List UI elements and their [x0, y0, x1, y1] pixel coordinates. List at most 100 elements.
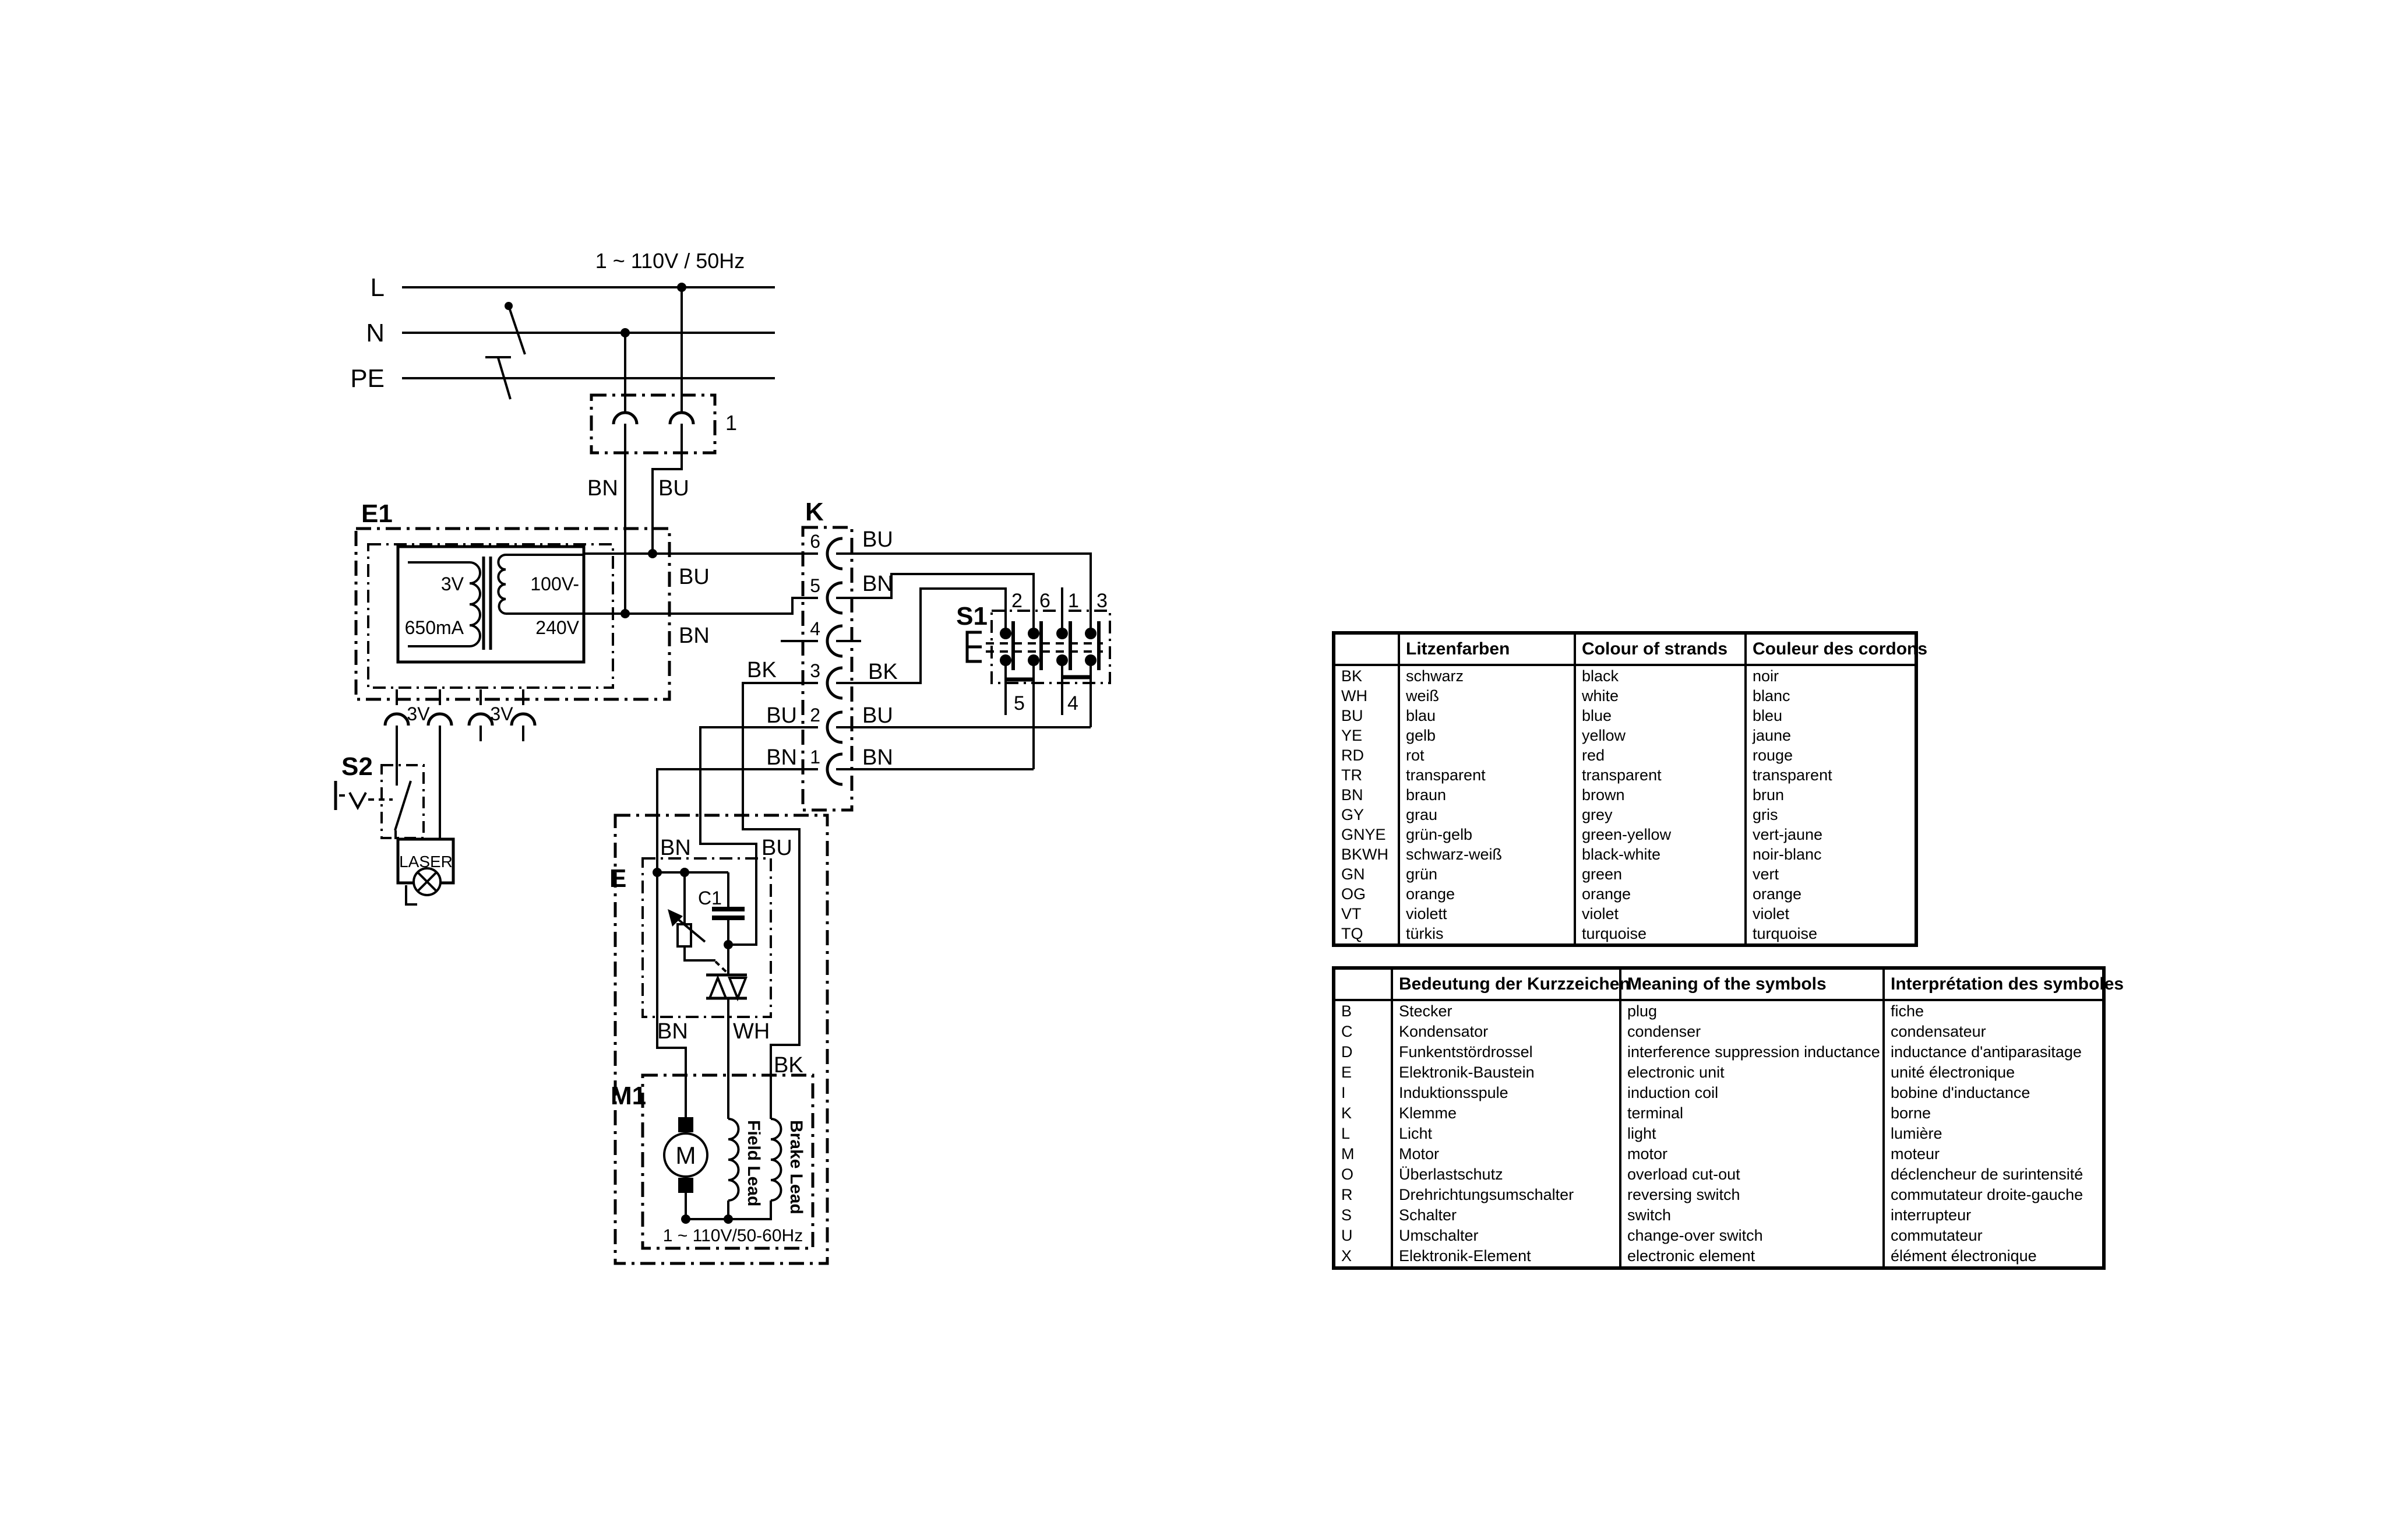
table-cell: rouge — [1744, 745, 1916, 765]
plug-contact-icon — [612, 411, 639, 425]
enclosure-box — [590, 393, 717, 455]
table-cell: TQ — [1341, 924, 1363, 942]
table-cell: black-white — [1574, 844, 1746, 864]
c1-label: C1 — [698, 888, 722, 909]
table-cell: yellow — [1574, 726, 1746, 745]
s2-laser — [334, 726, 455, 906]
table-cell: green-yellow — [1574, 825, 1746, 844]
wire-label-bn: BN — [657, 1019, 688, 1044]
wire — [836, 587, 1007, 684]
enclosure-box — [641, 857, 772, 1018]
table-header-row: Bedeutung der Kurzzeichen Meaning of the… — [1334, 968, 2124, 1001]
lamp-icon — [417, 871, 438, 892]
terminal-number: 3 — [810, 660, 820, 681]
transformer-winding-icon — [469, 561, 481, 647]
terminal-number: 4 — [810, 618, 820, 639]
table-cell: overload cut-out — [1619, 1164, 1884, 1185]
s1-switch — [965, 587, 1111, 769]
table-cell: noir — [1744, 665, 1916, 686]
wire-label-bn: BN — [862, 572, 893, 596]
plug-contact-icon — [467, 712, 494, 726]
table-cell: GNYE — [1341, 825, 1386, 843]
e-label: E — [609, 864, 626, 893]
junction-dot — [648, 549, 657, 558]
terminal-number: 3 — [1097, 590, 1108, 612]
table-cell: violet — [1574, 904, 1746, 924]
table-cell: R — [1341, 1186, 1353, 1203]
table-cell: E — [1341, 1064, 1352, 1081]
rail-label-l: L — [371, 273, 385, 302]
rail-label-n: N — [366, 319, 385, 347]
table-header-cell: Interprétation des symboles — [1882, 968, 2124, 1001]
table-cell: weiß — [1398, 686, 1575, 706]
varistor-arrowhead — [668, 909, 683, 927]
wire-label-bn: BN — [587, 476, 618, 501]
table-cell: reversing switch — [1619, 1185, 1884, 1205]
table-cell: gelb — [1398, 726, 1575, 745]
k-terminal-strip — [656, 526, 1092, 1119]
wire-label-bu: BU — [862, 703, 893, 728]
terminal-icon — [826, 624, 843, 658]
table-cell: turquoise — [1744, 924, 1916, 945]
table-cell: orange — [1398, 884, 1575, 904]
table-cell: noir-blanc — [1744, 844, 1916, 864]
table-cell: blanc — [1744, 686, 1916, 706]
tap-label-3v: 3V — [490, 703, 513, 724]
junction-dot — [724, 1214, 733, 1224]
table-cell: élément électronique — [1882, 1246, 2104, 1268]
table-cell: light — [1619, 1124, 1884, 1144]
table-cell: Überlastschutz — [1391, 1164, 1620, 1185]
switch-blade-icon — [394, 780, 412, 831]
table-cell: white — [1574, 686, 1746, 706]
table-cell: brun — [1744, 785, 1916, 805]
coil-label: 240V — [535, 617, 579, 638]
m1-label: M1 — [611, 1082, 646, 1110]
wire — [836, 552, 1092, 629]
coil-icon — [770, 1118, 782, 1202]
table-cell: Drehrichtungsumschalter — [1391, 1185, 1620, 1205]
plug-id: 1 — [725, 411, 737, 435]
table-cell: Elektronik-Baustein — [1391, 1062, 1620, 1083]
k-label: K — [805, 498, 824, 526]
table-cell: transparent — [1744, 765, 1916, 785]
table-cell: transparent — [1398, 765, 1575, 785]
wire-label-bk: BK — [868, 660, 898, 684]
disconnect-slash — [507, 305, 526, 355]
wire-label-bn: BN — [766, 745, 797, 770]
table-cell: electronic element — [1619, 1246, 1884, 1268]
laser-label: LASER — [399, 853, 453, 871]
table-header-cell — [1334, 633, 1399, 666]
table-cell: condensateur — [1882, 1022, 2104, 1042]
table-cell: orange — [1744, 884, 1916, 904]
wire — [836, 573, 1035, 629]
m1-motor-unit — [641, 1073, 815, 1250]
table-cell: green — [1574, 864, 1746, 884]
table-cell: Induktionsspule — [1391, 1083, 1620, 1103]
contact-dot — [1056, 628, 1068, 639]
table-cell: grün-gelb — [1398, 825, 1575, 844]
table-cell: orange — [1574, 884, 1746, 904]
table-cell: X — [1341, 1247, 1352, 1265]
brush-icon — [678, 1178, 693, 1193]
varistor-arrow — [676, 917, 706, 943]
table-cell: Licht — [1391, 1124, 1620, 1144]
tap-label-3v: 3V — [407, 703, 430, 724]
coil-label: 650mA — [405, 617, 464, 638]
disconnect-slash — [497, 357, 512, 400]
terminal-number: 2 — [1011, 590, 1023, 612]
table-header-cell: Couleur des cordons — [1744, 633, 1927, 666]
table-cell: Klemme — [1391, 1103, 1620, 1124]
table-cell: transparent — [1574, 765, 1746, 785]
wire-label-bu: BU — [658, 476, 689, 501]
table-cell: lumière — [1882, 1124, 2104, 1144]
m1-rating: 1 ~ 110V/50-60Hz — [663, 1226, 803, 1245]
junction-dot — [620, 609, 630, 618]
e-unit — [614, 814, 829, 1265]
table-cell: bleu — [1744, 706, 1916, 726]
